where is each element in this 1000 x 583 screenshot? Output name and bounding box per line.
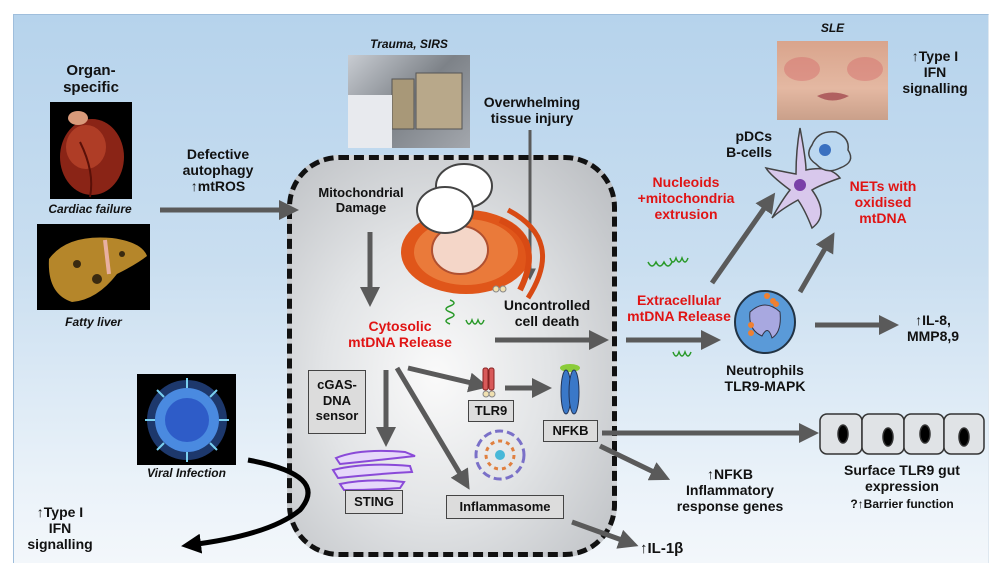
nfkb-inflammatory-genes-label: ↑NFKB Inflammatory response genes <box>676 466 784 515</box>
virus-image <box>137 374 236 465</box>
fatty-liver-caption: Fatty liver <box>65 315 122 329</box>
viral-infection-caption: Viral Infection <box>147 466 226 480</box>
il1b-label: ↑IL-1β <box>640 540 684 557</box>
cgas-dna-sensor-box: cGAS- DNA sensor <box>308 370 366 434</box>
il8-mmp-label: ↑IL-8, MMP8,9 <box>906 312 960 345</box>
viral-ifn-signalling: ↑Type I IFN signalling <box>27 504 93 553</box>
trauma-icu-image <box>348 55 470 148</box>
defective-autophagy-label: Defective autophagy ↑mtROS <box>182 146 254 195</box>
sting-box: STING <box>345 490 403 514</box>
sle-ifn-signalling: ↑Type I IFN signalling <box>902 48 968 97</box>
cytosolic-mtdna-release-label: Cytosolic mtDNA Release <box>348 318 452 351</box>
trauma-sirs-caption: Trauma, SIRS <box>370 37 448 51</box>
inflammasome-box: Inflammasome <box>446 495 564 519</box>
surface-tlr9-gut-label: Surface TLR9 gut expression <box>844 462 960 495</box>
uncontrolled-cell-death-label: Uncontrolled cell death <box>503 297 591 330</box>
neutrophils-label: Neutrophils TLR9-MAPK <box>724 362 806 395</box>
pdcs-bcells-label: pDCs B-cells <box>726 128 772 161</box>
liver-image <box>37 224 150 310</box>
nfkb-box: NFKB <box>543 420 598 442</box>
barrier-function-label: ?↑Barrier function <box>850 497 954 511</box>
sle-caption: SLE <box>820 21 845 35</box>
nucleoids-extrusion-label: Nucleoids +mitochondria extrusion <box>637 174 735 223</box>
mitochondrial-damage-label: Mitochondrial Damage <box>318 185 404 215</box>
nets-oxidised-mtdna-label: NETs with oxidised mtDNA <box>849 178 917 227</box>
sle-face-image <box>777 41 888 120</box>
cardiac-failure-caption: Cardiac failure <box>48 202 132 216</box>
heart-image <box>50 102 132 199</box>
extracellular-mtdna-release-label: Extracellular mtDNA Release <box>627 292 731 325</box>
organ-specific-title: Organ- specific <box>63 62 119 97</box>
overwhelming-injury-label: Overwhelming tissue injury <box>483 94 581 127</box>
tlr9-box: TLR9 <box>468 400 514 422</box>
